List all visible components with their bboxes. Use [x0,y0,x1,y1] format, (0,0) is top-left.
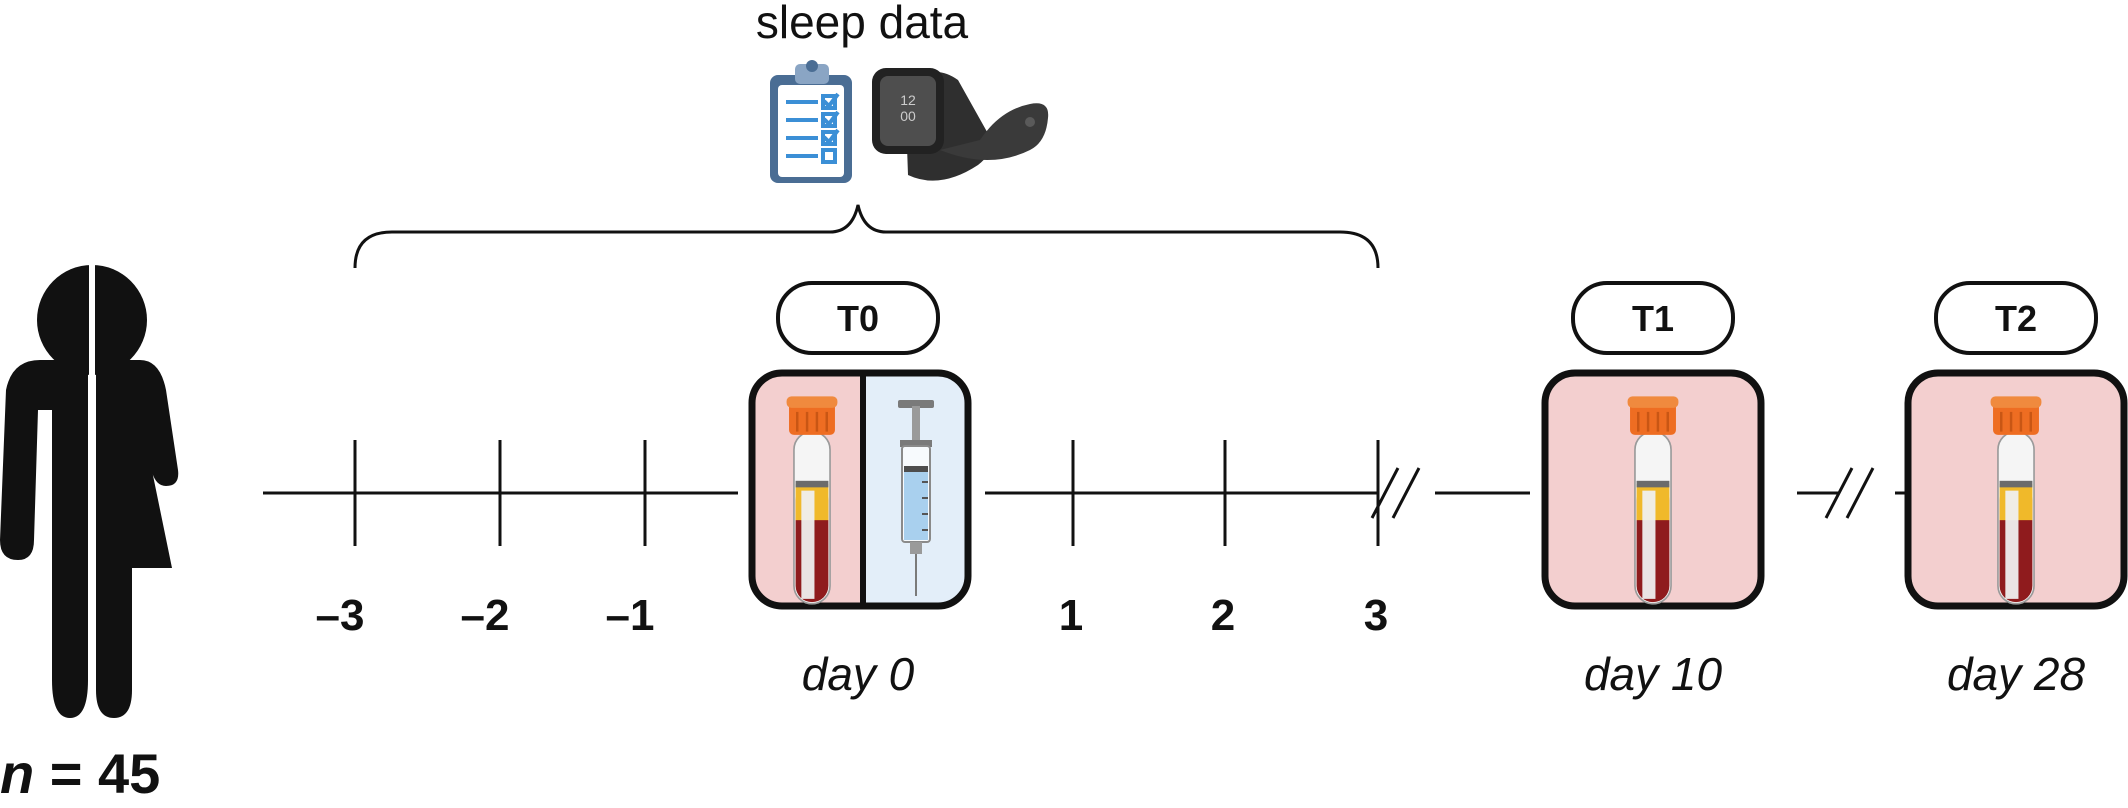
timeline-axis [263,440,1908,546]
timepoint-t0-pill [776,281,940,355]
smartwatch-icon: 12 00 [872,68,1049,181]
timepoint-t0-label: T0 [837,298,879,339]
timepoint-t0-day: day 0 [802,648,915,700]
timepoint-t1-day: day 10 [1584,648,1723,700]
tick-label-1: 1 [1059,591,1083,640]
person-icon [0,258,179,718]
timepoint-t0-box [748,369,972,610]
blood-tube-icon [1989,395,2043,606]
timepoint-t2-day: day 28 [1947,648,2086,700]
timepoint-t2-box [1904,369,2128,610]
watch-hour: 12 [900,92,916,108]
blood-tube-icon [785,395,839,606]
syringe-icon [898,400,934,596]
watch-minute: 00 [900,108,916,124]
timepoint-t1-box [1541,369,1765,610]
timepoint-t2-label: T2 [1995,298,2037,339]
tick-label-2: 2 [1211,591,1235,640]
sleep-data-label: sleep data [756,0,969,48]
person-divider [89,262,95,372]
tick-label-3: 3 [1364,591,1388,640]
tick-label-minus-3: –3 [316,591,365,640]
clipboard-icon [770,60,852,183]
timepoint-t2-pill [1934,281,2098,355]
sleep-period-brace [353,204,1380,269]
participant-count: n = 45 [0,742,160,805]
blood-tube-icon [1626,395,1680,606]
timepoint-t1-pill [1571,281,1735,355]
tick-label-minus-2: –2 [461,591,510,640]
timepoint-t1-label: T1 [1632,298,1674,339]
tick-label-minus-1: –1 [606,591,655,640]
